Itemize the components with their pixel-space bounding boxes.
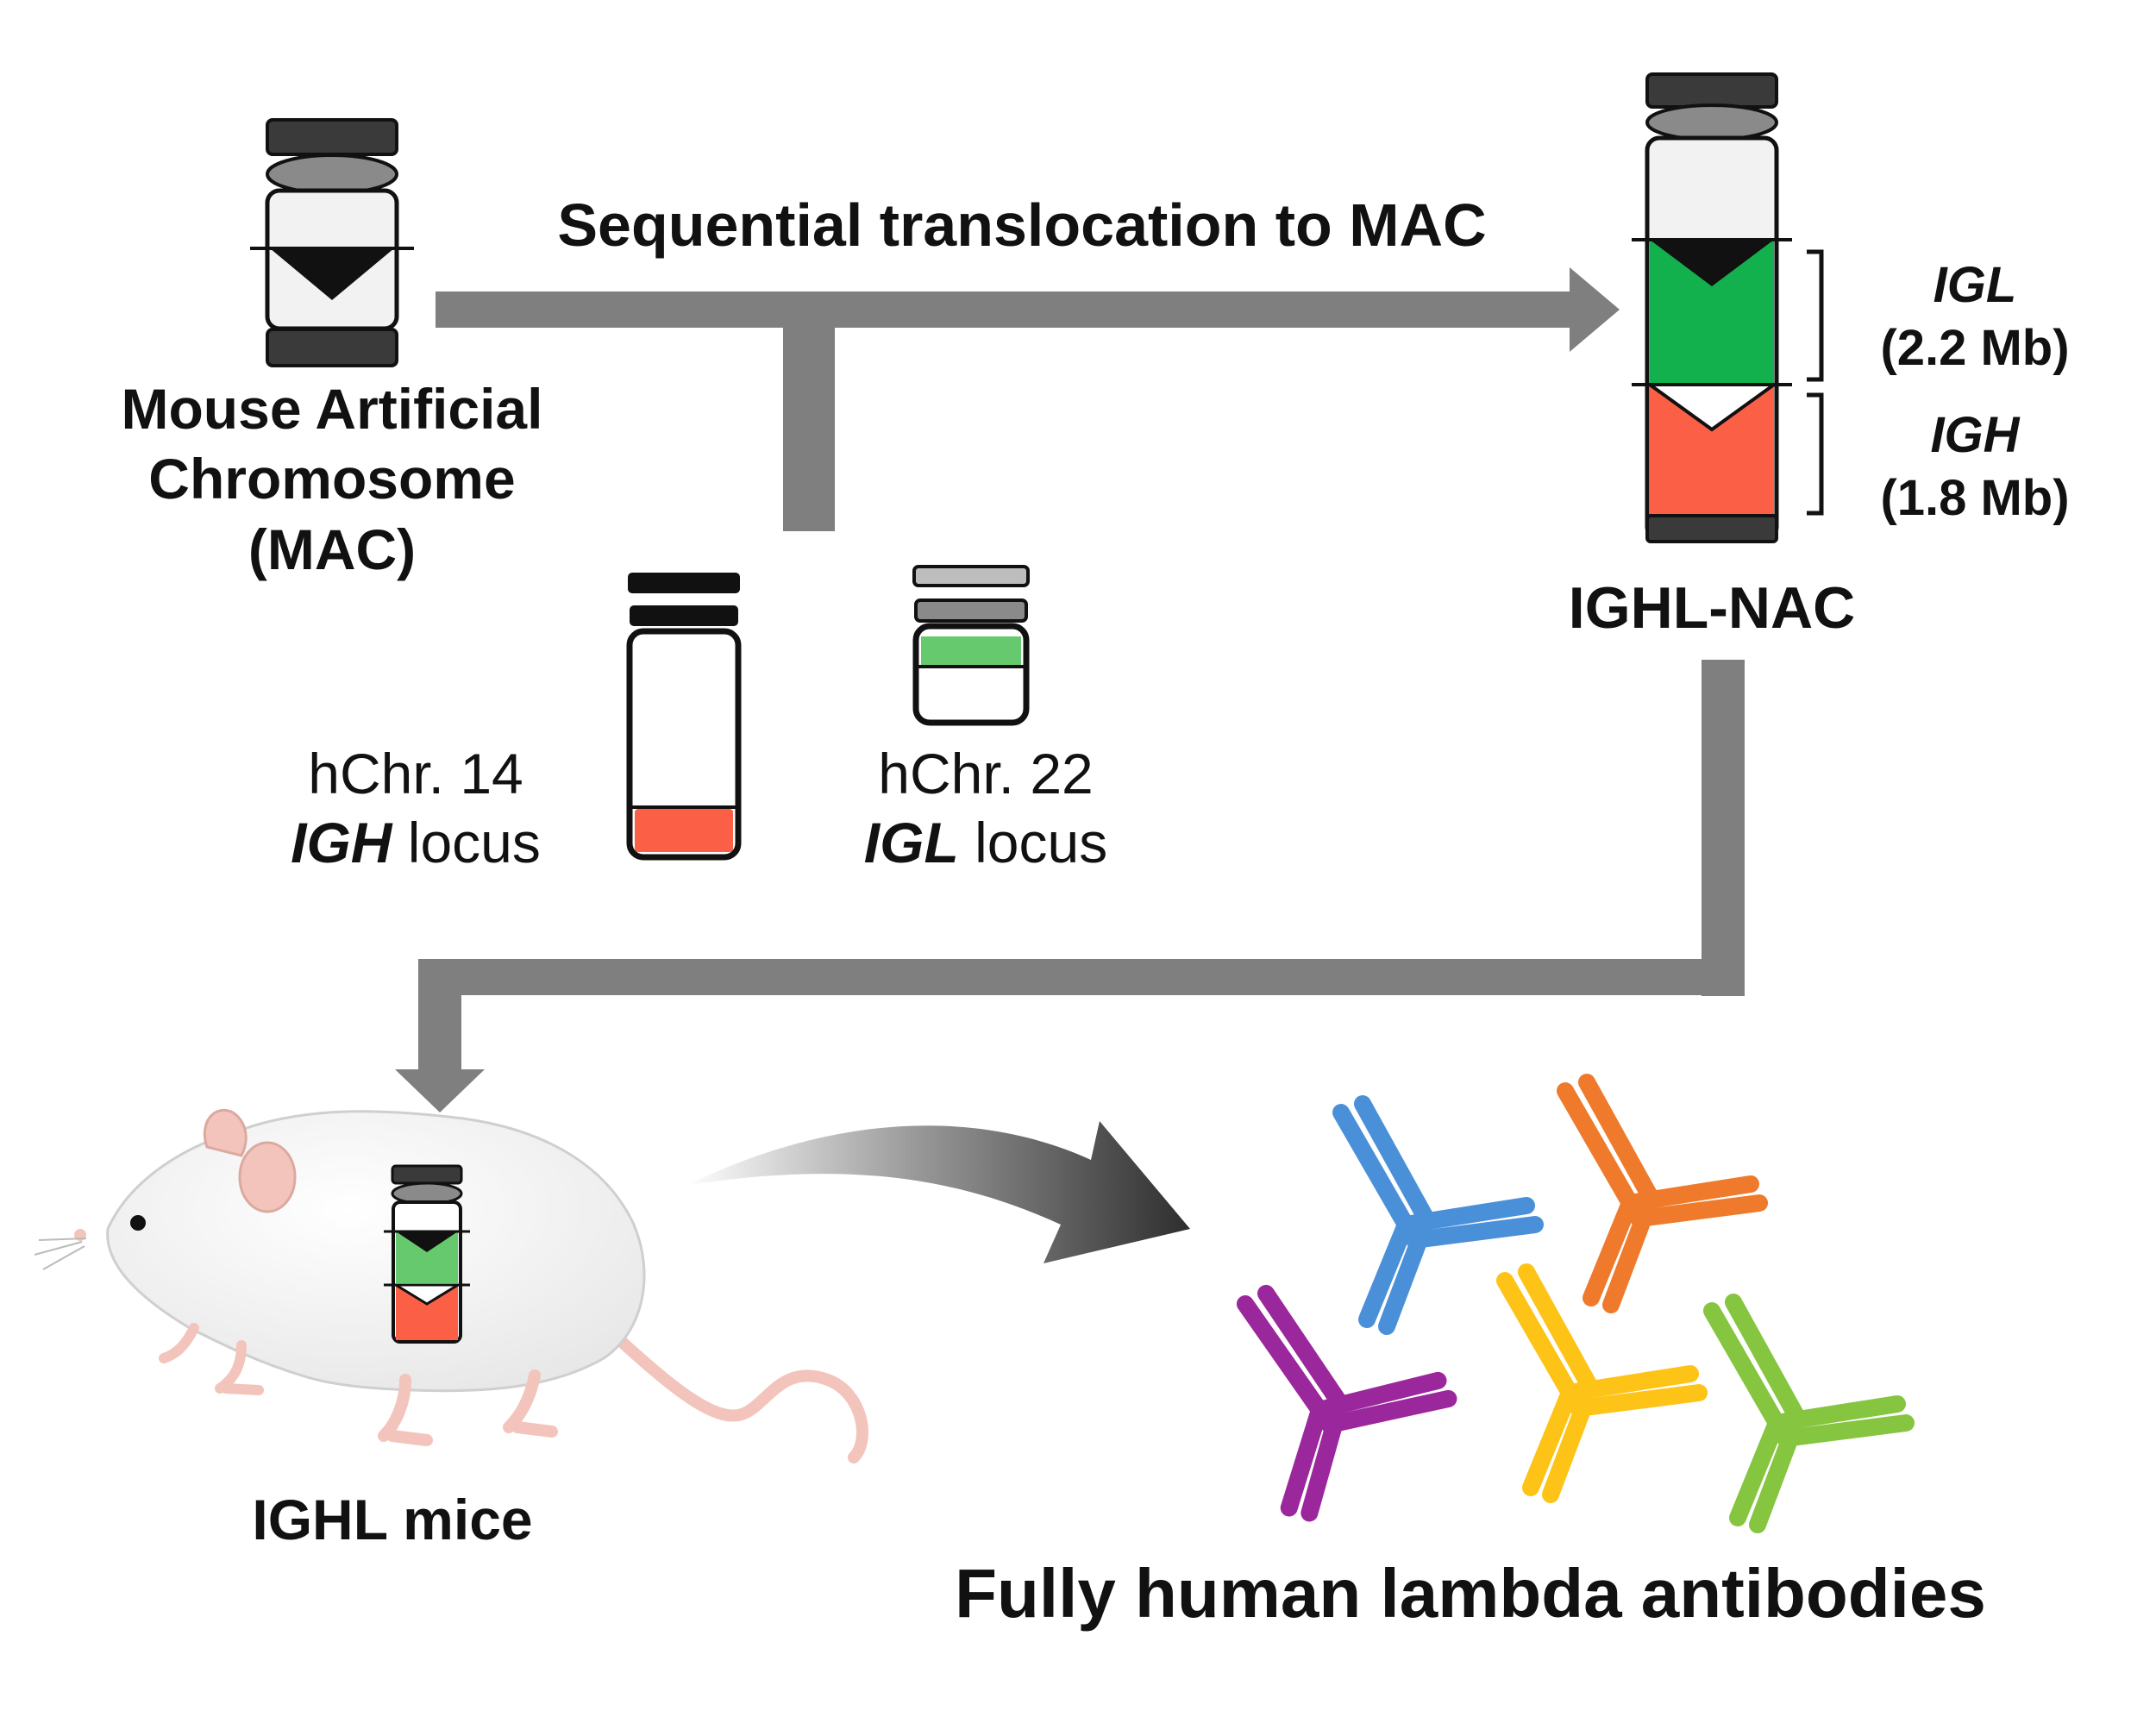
hchr14-locus: locus: [392, 811, 540, 874]
flow-arrows: [395, 267, 1745, 1112]
igl-gene-label: IGL: [1934, 257, 2017, 313]
hchr22-locus: locus: [959, 811, 1107, 874]
hchr22-chromosome: [912, 565, 1030, 726]
horizontal-to-mouse: [418, 959, 1745, 995]
antibodies-label: Fully human lambda antibodies: [955, 1555, 1986, 1632]
down-to-mouse-head: [395, 1069, 485, 1112]
stem-from-human-chromosomes: [783, 309, 835, 531]
hchr14-locus-label: IGH locus: [291, 811, 541, 874]
hchr22-gene: IGL: [864, 811, 959, 874]
top-arrow-shaft: [436, 291, 1587, 328]
down-to-mouse-shaft: [418, 959, 461, 1071]
mac-label-line3: (MAC): [248, 517, 416, 581]
igh-gene-label: IGH: [1930, 407, 2020, 463]
top-arrow-head: [1570, 267, 1620, 352]
curved-production-arrow: [686, 1121, 1190, 1263]
antibody-green: [1712, 1302, 1906, 1525]
mouse-chromosome: [384, 1164, 470, 1344]
ighl-nac-label: IGHL-NAC: [1569, 575, 1855, 641]
antibody-purple: [1244, 1278, 1457, 1517]
hchr22-label: hChr. 22: [878, 742, 1094, 805]
ighl-mice-label: IGHL mice: [252, 1488, 532, 1551]
hchr22-locus-label: IGL locus: [864, 811, 1107, 874]
ighl-nac-chromosome: [1632, 72, 1792, 543]
mac-label-line1: Mouse Artificial: [122, 377, 543, 441]
igh-size-label: (1.8 Mb): [1880, 470, 2069, 526]
mac-chromosome: [250, 118, 414, 367]
antibody-orange: [1565, 1082, 1759, 1305]
igl-size-label: (2.2 Mb): [1880, 320, 2069, 376]
down-stem-from-nac: [1702, 660, 1745, 996]
hchr14-label: hChr. 14: [308, 742, 523, 805]
igl-bracket: [1807, 249, 1824, 382]
mouse-illustration: [34, 1108, 868, 1463]
mac-label-line2: Chromosome: [148, 447, 515, 511]
antibody-yellow: [1505, 1272, 1699, 1495]
hchr14-gene: IGH: [291, 811, 393, 874]
hchr14-chromosome: [626, 573, 742, 861]
igh-bracket: [1807, 392, 1824, 516]
translocation-title: Sequential translocation to MAC: [557, 191, 1486, 259]
